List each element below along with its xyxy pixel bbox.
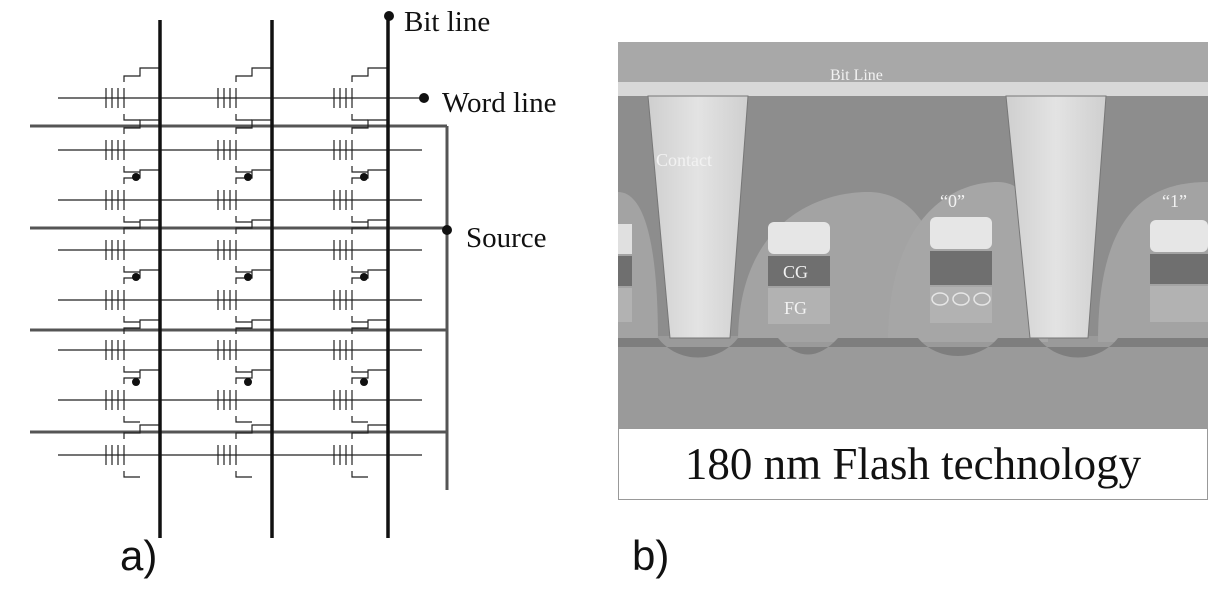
control-gate-label: CG [783, 262, 808, 282]
junction-dot [360, 273, 368, 281]
memory-cell [105, 369, 160, 423]
bit-line-label: Bit line [404, 6, 491, 38]
floating-gate-label: FG [784, 298, 807, 318]
junction-dot [360, 378, 368, 386]
word-line-terminal [419, 93, 429, 103]
junction-dots [132, 173, 368, 386]
micrograph-caption: 180 nm Flash technology [684, 439, 1142, 489]
junction-dot [132, 173, 140, 181]
memory-cell [333, 319, 388, 373]
word-line-label: Word line [442, 87, 557, 119]
memory-cell [105, 169, 160, 223]
bit-lines [158, 16, 390, 538]
memory-cell [217, 67, 272, 121]
gate-stacks [618, 217, 1208, 324]
source-terminal [442, 225, 452, 235]
memory-cell [333, 119, 388, 173]
memory-cell [105, 119, 160, 173]
junction-dot [244, 378, 252, 386]
junction-dot [360, 173, 368, 181]
memory-cell [333, 269, 388, 323]
micrograph-contact-label: Contact [656, 150, 712, 170]
memory-cell [105, 269, 160, 323]
nor-array-schematic [30, 11, 452, 538]
junction-dot [132, 378, 140, 386]
memory-cell [333, 169, 388, 223]
memory-cell [333, 67, 388, 121]
memory-cell [217, 269, 272, 323]
terminal-markers [384, 11, 452, 235]
memory-cell [217, 369, 272, 423]
state-0-label: “0” [940, 191, 965, 211]
bit-line-terminal [384, 11, 394, 21]
micrograph-panel: Bit Line Contact “0” “1” CG FG 180 nm Fl… [618, 42, 1208, 500]
caption-box: 180 nm Flash technology [618, 428, 1208, 500]
panel-a-label: a) [120, 532, 158, 579]
micrograph-bit-line-label: Bit Line [830, 67, 883, 84]
state-1-label: “1” [1162, 191, 1187, 211]
panel-b-label: b) [632, 532, 670, 579]
memory-cell [217, 219, 272, 273]
memory-cell [105, 219, 160, 273]
junction-dot [132, 273, 140, 281]
memory-cells [105, 67, 388, 478]
memory-cell [105, 319, 160, 373]
memory-cell [217, 319, 272, 373]
junction-dot [244, 173, 252, 181]
memory-cell [333, 219, 388, 273]
memory-cell [333, 369, 388, 423]
flash-cross-section-image: Bit Line Contact “0” “1” CG FG [618, 42, 1208, 430]
memory-cell [217, 169, 272, 223]
junction-dot [244, 273, 252, 281]
memory-cell [333, 424, 388, 478]
memory-cell [105, 67, 160, 121]
memory-cell [217, 119, 272, 173]
word-lines [58, 97, 422, 456]
source-lines [30, 124, 449, 490]
memory-cell [105, 424, 160, 478]
memory-cell [217, 424, 272, 478]
source-label: Source [466, 222, 547, 254]
